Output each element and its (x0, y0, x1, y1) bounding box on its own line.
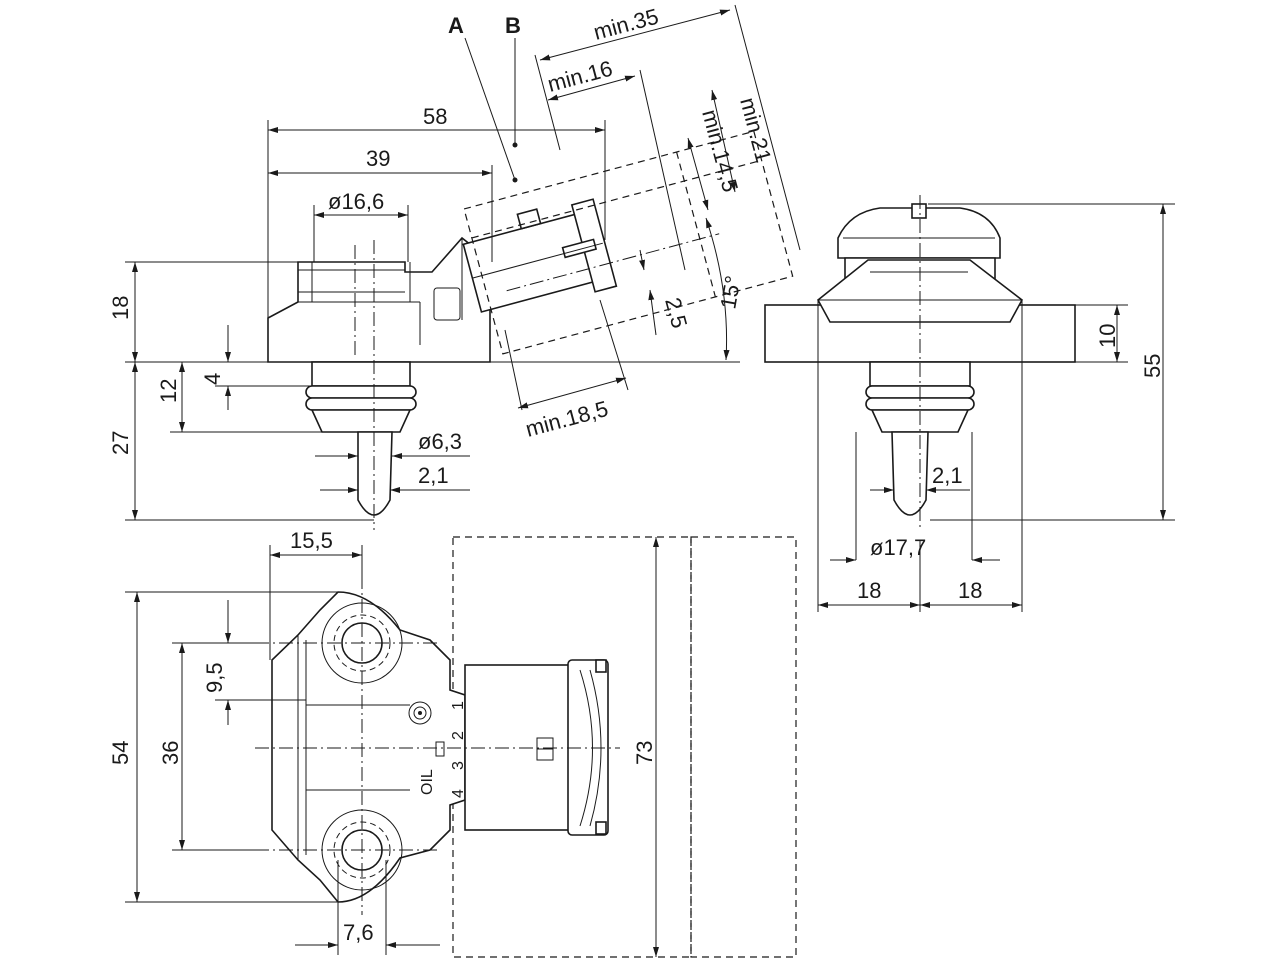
front-view-dimensions (818, 203, 1175, 612)
dim-27: 27 (108, 431, 133, 455)
dim-15-degrees: 15° (715, 274, 745, 311)
dim-58: 58 (423, 104, 447, 129)
top-view-labels: 15,5 54 36 9,5 7,6 73 1 2 3 4 OIL (108, 528, 657, 945)
dim-min21: min.21 (735, 95, 776, 165)
dim-18-left: 18 (857, 578, 881, 603)
pin-label-2: 2 (450, 731, 467, 740)
dim-12: 12 (156, 379, 181, 403)
pin-label-3: 3 (450, 761, 467, 770)
front-view (764, 195, 1076, 612)
dim-min14-5: min.14,5 (697, 107, 743, 195)
dim-dia17-7: ø17,7 (870, 535, 926, 560)
dim-73: 73 (632, 741, 657, 765)
dim-min35: min.35 (591, 4, 661, 45)
dim-2-5: 2,5 (660, 295, 692, 331)
dim-18-right: 18 (958, 578, 982, 603)
dim-15-5: 15,5 (290, 528, 333, 553)
dim-10: 10 (1095, 324, 1120, 348)
dim-7-6: 7,6 (343, 920, 374, 945)
label-b: B (505, 13, 521, 38)
dim-dia6-3: ø6,3 (418, 429, 462, 454)
dim-39: 39 (366, 146, 390, 171)
oil-label: OIL (419, 769, 436, 795)
dim-min16: min.16 (545, 56, 615, 97)
top-view-dimensions (125, 537, 659, 957)
dim-18: 18 (108, 296, 133, 320)
side-view (267, 130, 794, 530)
dim-dia16-6: ø16,6 (328, 189, 384, 214)
dim-36: 36 (158, 741, 183, 765)
dim-54: 54 (108, 741, 133, 765)
dim-4: 4 (200, 373, 225, 385)
side-view-dimensions (125, 4, 801, 521)
top-view (255, 536, 797, 958)
pin-label-4: 4 (450, 789, 467, 798)
dim-2-1-right: 2,1 (932, 463, 963, 488)
pin-label-1: 1 (450, 701, 467, 710)
front-view-labels: 10 55 2,1 ø17,7 18 18 (857, 324, 1165, 603)
label-a: A (448, 13, 464, 38)
dim-2-1-left: 2,1 (418, 463, 449, 488)
dim-9-5: 9,5 (202, 662, 227, 693)
dim-55: 55 (1140, 354, 1165, 378)
